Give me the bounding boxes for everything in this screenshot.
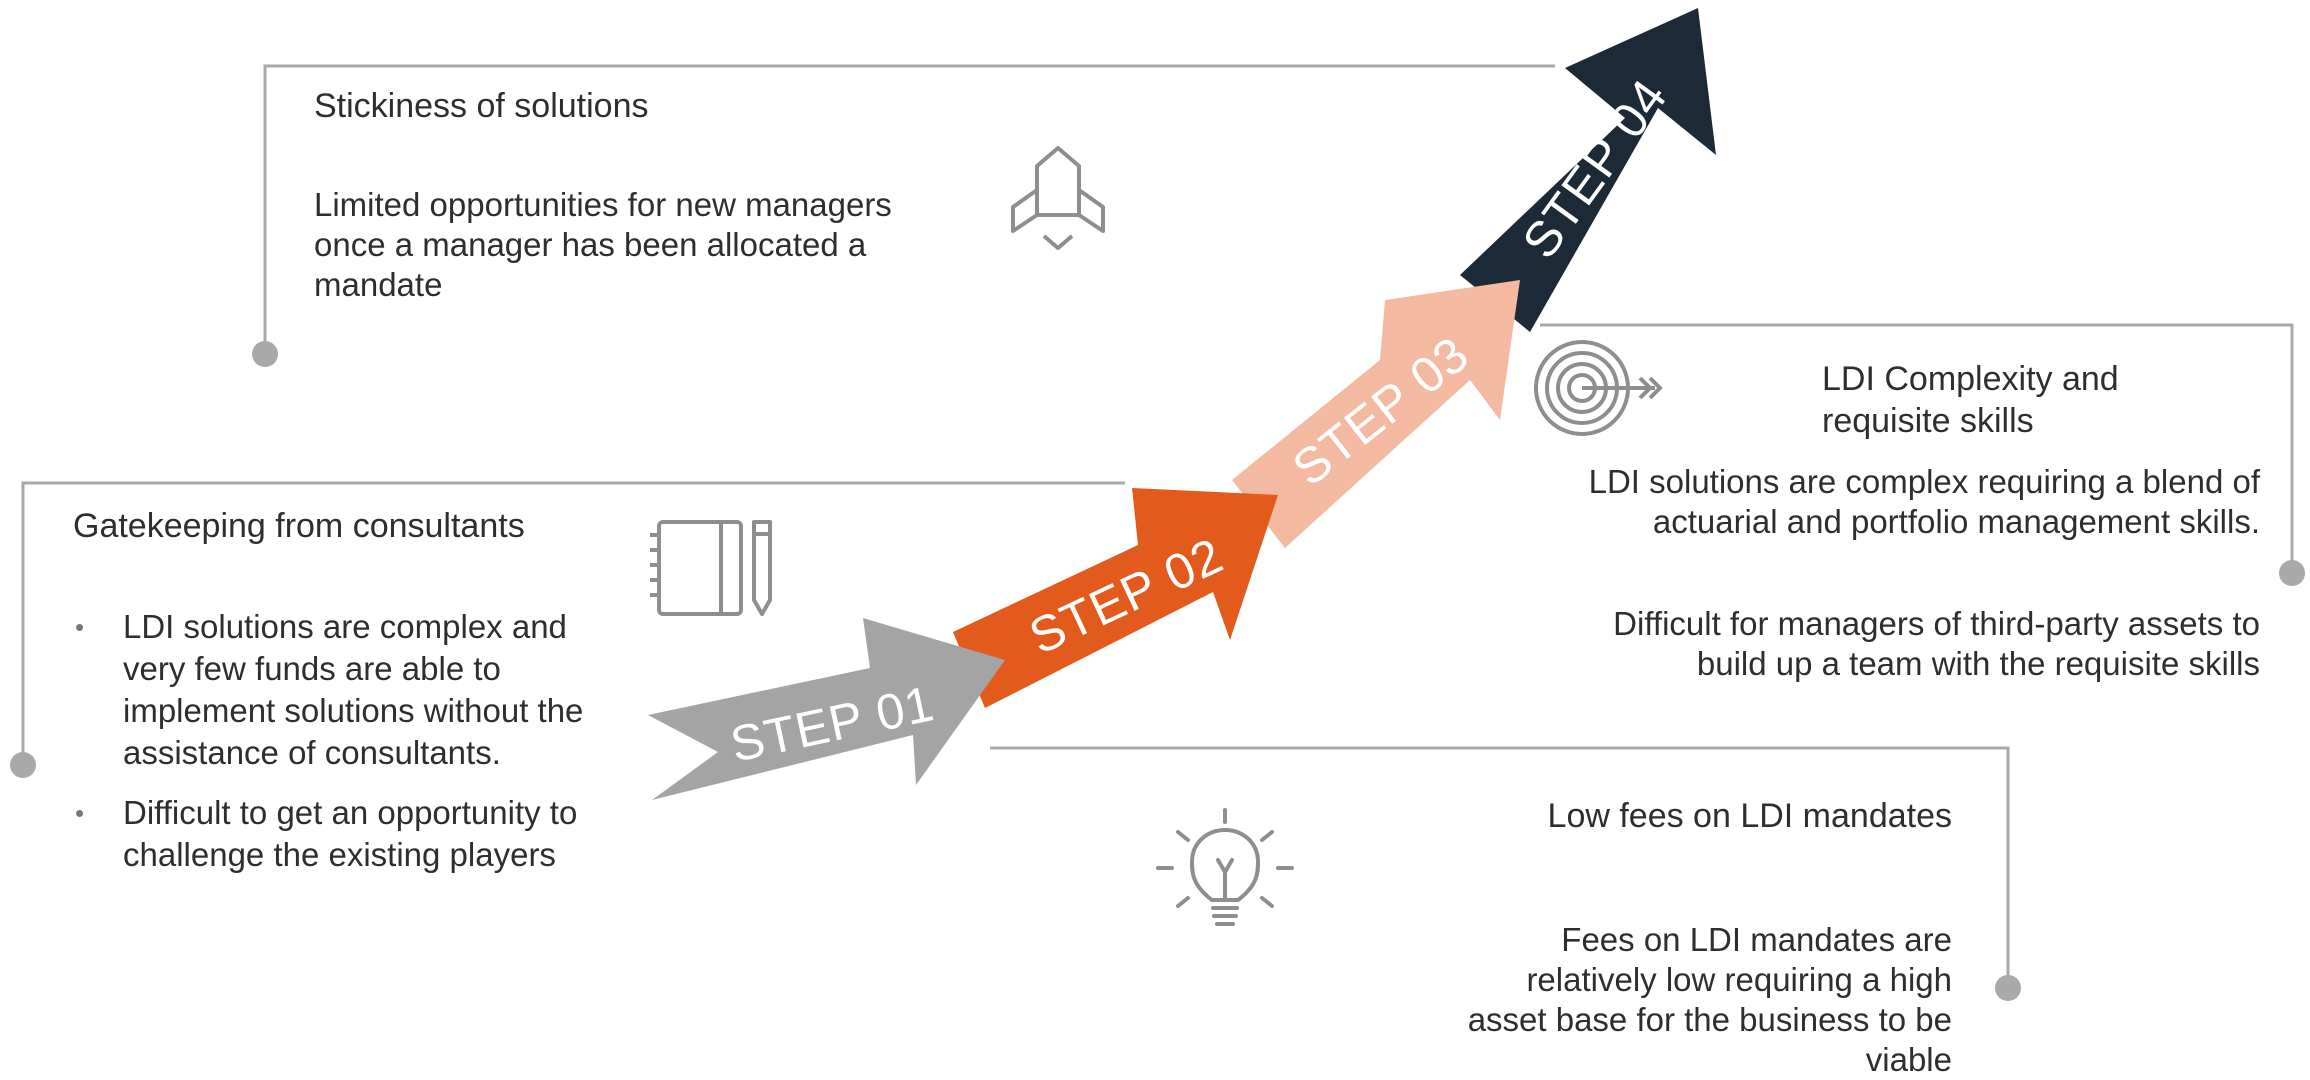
step-3-arrow: STEP 03: [1232, 280, 1520, 548]
fees-body: Fees on LDI mandates are relatively low …: [1467, 921, 1952, 1078]
connector-dot-complexity: [2279, 560, 2305, 586]
connector-stickiness: [263, 64, 1555, 355]
step-4-label: STEP 04: [1512, 69, 1679, 269]
connector-complexity: [1540, 323, 2294, 570]
fees-title: Low fees on LDI mandates: [1547, 797, 1952, 835]
lightbulb-icon: [1156, 808, 1294, 926]
complexity-body-2: Difficult for managers of third-party as…: [1613, 605, 2260, 682]
complexity-title: LDI Complexity and requisite skills: [1822, 360, 2119, 440]
connector-fees: [990, 746, 2010, 985]
notebook-pencil-icon: [650, 520, 772, 616]
target-arrow-icon: [1534, 340, 1663, 436]
connector-dot-gatekeeping: [10, 752, 36, 778]
connector-dots: [10, 341, 2305, 1001]
connector-dot-stickiness: [252, 341, 278, 367]
gatekeeping-bullet-1: LDI solutions are complex and very few f…: [75, 606, 603, 774]
step-arrows: STEP 04 STEP 03 STEP 02 STEP 01: [648, 8, 1716, 800]
step-1-arrow: STEP 01: [648, 618, 1005, 800]
rocket-icon: [1011, 146, 1105, 250]
gatekeeping-bullets: LDI solutions are complex and very few f…: [73, 606, 603, 894]
stickiness-body: Limited opportunities for new managers o…: [314, 186, 892, 303]
stickiness-title: Stickiness of solutions: [314, 87, 649, 125]
complexity-body-1: LDI solutions are complex requiring a bl…: [1588, 463, 2260, 540]
gatekeeping-title: Gatekeeping from consultants: [73, 507, 525, 545]
step-2-arrow: STEP 02: [953, 488, 1278, 708]
connector-gatekeeping: [21, 481, 1125, 765]
connector-lines: [21, 64, 2294, 985]
connector-dot-fees: [1995, 975, 2021, 1001]
gatekeeping-bullet-2: Difficult to get an opportunity to chall…: [75, 792, 603, 876]
